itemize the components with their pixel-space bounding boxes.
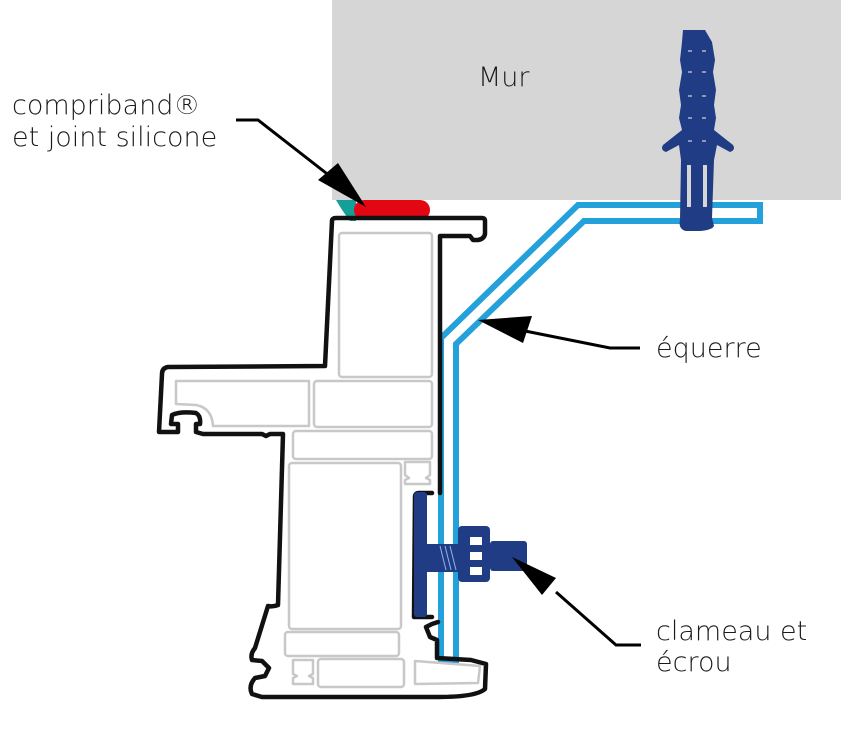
- label-compriband-line2: et joint silicone: [12, 122, 217, 153]
- arrowhead-clameau: [512, 557, 556, 595]
- leader-compriband: [236, 118, 336, 182]
- profile-chambers: [174, 231, 482, 689]
- label-compriband-line1: compriband®: [12, 90, 200, 121]
- wall-plug: [662, 30, 734, 231]
- compriband-seal: [354, 200, 430, 220]
- equerre-bracket: [438, 202, 763, 663]
- arrowhead-compriband: [318, 163, 366, 207]
- label-clameau-line1: clameau et: [656, 616, 807, 647]
- label-equerre: équerre: [656, 333, 762, 364]
- leader-clameau: [555, 590, 641, 647]
- bolt-thread: [439, 545, 457, 571]
- clamp-plate: [414, 492, 427, 617]
- label-clameau-line2: écrou: [656, 647, 732, 678]
- clamp-and-nut: [414, 492, 527, 617]
- arrowhead-equerre: [478, 316, 532, 343]
- leader-equerre: [519, 328, 640, 350]
- wall-label: Mur: [478, 62, 530, 93]
- window-profile: [156, 215, 489, 700]
- wall: [332, 0, 841, 200]
